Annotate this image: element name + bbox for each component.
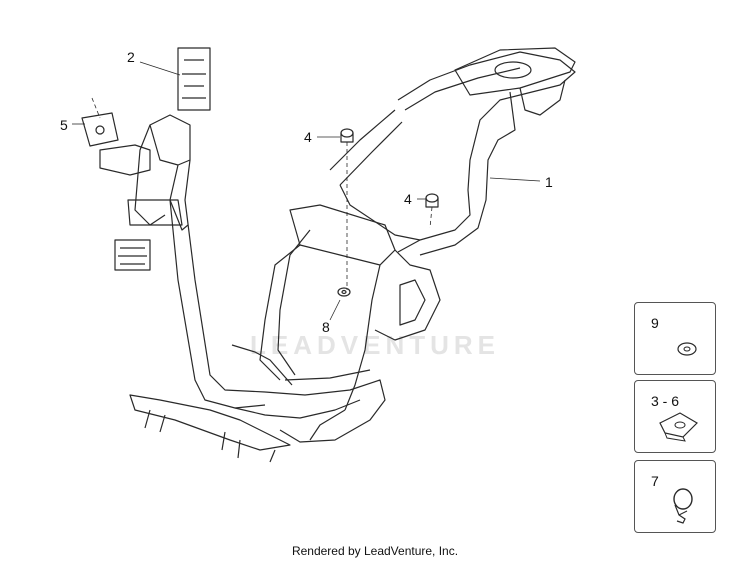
callout-4a: 4 bbox=[304, 129, 312, 145]
clip-nut-icon bbox=[659, 412, 698, 442]
washer-icon bbox=[677, 342, 697, 356]
callout-4b: 4 bbox=[404, 191, 412, 207]
assembly-lines bbox=[91, 97, 433, 290]
bearing-set-lower bbox=[114, 239, 151, 271]
rubber-bushing-4a bbox=[340, 128, 354, 143]
bearing-set-upper bbox=[177, 47, 211, 111]
watermark: LEADVENTURE bbox=[250, 330, 501, 360]
bracket-plate bbox=[81, 112, 119, 147]
inset-part-3-6: 3 - 6 bbox=[634, 380, 716, 453]
footer-credit: Rendered by LeadVenture, Inc. bbox=[291, 544, 459, 558]
callout-1: 1 bbox=[545, 174, 553, 190]
inset-label: 3 - 6 bbox=[651, 393, 680, 409]
inset-label: 7 bbox=[651, 473, 659, 489]
inset-part-7: 7 bbox=[634, 460, 716, 533]
callout-2: 2 bbox=[127, 49, 135, 65]
rubber-bushing-4b bbox=[425, 193, 439, 208]
grommet-8 bbox=[337, 287, 351, 297]
hose-clamp-icon bbox=[673, 488, 693, 524]
callout-5: 5 bbox=[60, 117, 68, 133]
leader-lines bbox=[72, 61, 541, 321]
inset-label: 9 bbox=[651, 315, 659, 331]
callout-8: 8 bbox=[322, 319, 330, 335]
inset-part-9: 9 bbox=[634, 302, 716, 375]
main-frame bbox=[99, 47, 576, 463]
